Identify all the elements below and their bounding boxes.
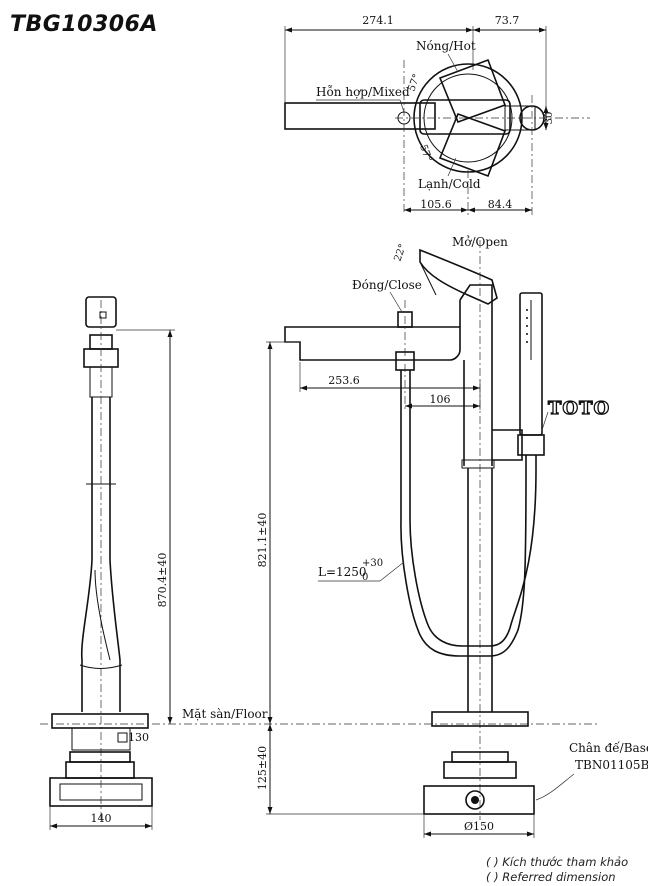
top-dim-height: 30 <box>544 112 555 125</box>
top-view: 274.1 73.7 30 Nóng/Hot Hỗn hợp/Mixed Lạn… <box>284 14 590 215</box>
side-dim-base-width: 140 <box>91 812 112 825</box>
side-view: 130 140 870.4±40 Mặt sàn/Floor <box>40 296 600 830</box>
brand-logo: TOTO <box>548 398 610 419</box>
label-mixed: Hỗn hợp/Mixed <box>316 84 410 99</box>
angle-upper: 57° <box>406 73 422 93</box>
dim-below-floor: 125±40 <box>256 746 269 790</box>
label-floor: Mặt sàn/Floor <box>182 707 268 721</box>
top-dim-left: 274.1 <box>362 14 394 27</box>
angle-lower: 57° <box>417 143 433 163</box>
note-vn: ( ) Kích thước tham khảo <box>486 855 629 869</box>
side-dim-square: 130 <box>128 731 149 744</box>
base-code: TBN01105B <box>575 758 648 772</box>
label-base: Chân đế/Base <box>569 740 648 755</box>
angle-handle: 22° <box>392 243 408 263</box>
dim-height: 821.1±40 <box>256 513 269 568</box>
label-cold: Lạnh/Cold <box>418 177 481 191</box>
top-dim-bottom-left: 105.6 <box>420 198 452 211</box>
top-dim-bottom-right: 84.4 <box>488 198 513 211</box>
front-view: 22° Mở/Open Đóng/Close TOTO L=1250 +30 0 <box>256 235 648 838</box>
hose-tol-upper: +30 <box>362 558 383 569</box>
model-number: TBG10306A <box>10 12 158 37</box>
side-dim-height: 870.4±40 <box>156 553 169 608</box>
top-dim-right: 73.7 <box>495 14 520 27</box>
hose-tol-lower: 0 <box>362 572 368 583</box>
dim-spout: 253.6 <box>328 374 360 387</box>
label-close: Đóng/Close <box>352 278 422 292</box>
label-hot: Nóng/Hot <box>416 39 476 53</box>
note-en: ( ) Referred dimension <box>486 870 616 884</box>
hose-length: L=1250 <box>318 565 367 579</box>
dim-offset: 106 <box>430 393 451 406</box>
base-dia: Ø150 <box>464 820 494 833</box>
